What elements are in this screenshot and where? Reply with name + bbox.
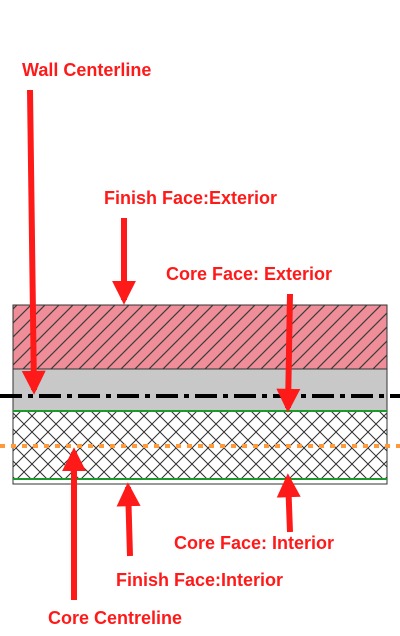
label-finish-face-exterior: Finish Face:Exterior [104, 188, 278, 208]
label-finish-face-interior: Finish Face:Interior [116, 570, 284, 590]
arrow-finish-face-interior [116, 482, 141, 557]
label-wall-centerline: Wall Centerline [22, 60, 152, 80]
label-core-centreline: Core Centreline [48, 608, 183, 628]
arrow-core-face-interior [276, 473, 301, 533]
label-core-face-exterior: Core Face: Exterior [166, 264, 333, 284]
arrow-core-face-exterior [276, 293, 301, 413]
finish-layer-exterior [12, 304, 388, 370]
label-core-face-interior: Core Face: Interior [174, 533, 335, 553]
arrow-wall-centerline [21, 89, 46, 395]
air-gap-layer [12, 368, 388, 412]
